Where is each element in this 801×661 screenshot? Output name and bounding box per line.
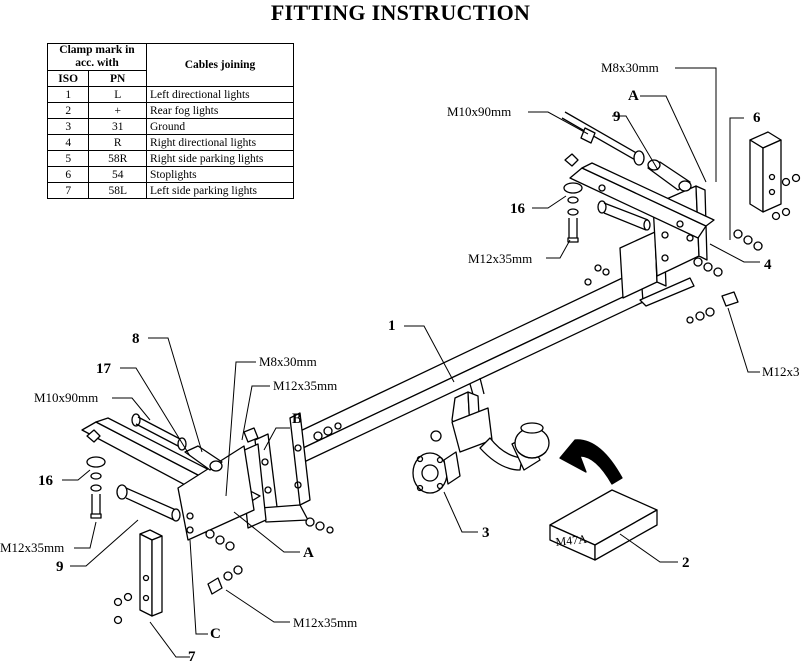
label-m8x30-top: M8x30mm (601, 60, 659, 75)
label-8: 8 (132, 331, 140, 347)
socket-plate (412, 430, 461, 494)
label-16-top: 16 (510, 201, 526, 217)
label-3: 3 (482, 525, 490, 541)
label-m12x35-left: M12x35mm (0, 540, 64, 555)
pn-header: PN (88, 70, 147, 87)
pn-cell: 58L (88, 182, 147, 199)
right-bolt-16 (563, 153, 583, 243)
label-2: 2 (682, 555, 690, 571)
leader-lines (62, 67, 760, 658)
tow-ball-neck (451, 391, 541, 471)
product-box (549, 489, 658, 561)
label-m8x30-left: M8x30mm (259, 354, 317, 369)
clamp-mark-header: Clamp mark in acc. with (47, 43, 147, 71)
page-title: FITTING INSTRUCTION (270, 0, 531, 25)
label-1: 1 (388, 318, 396, 334)
bracket-6 (749, 131, 782, 213)
tow-ball (514, 422, 550, 459)
cable-cell: Stoplights (146, 166, 294, 183)
left-bolt-16 (86, 429, 106, 519)
pn-cell: 58R (88, 150, 147, 167)
right-spacer-9 (647, 159, 692, 192)
right-side-bar (569, 162, 715, 239)
left-spacer-8 (184, 445, 223, 472)
cables-header: Cables joining (146, 43, 294, 87)
label-c: C (210, 626, 221, 642)
cable-cell: Right side parking lights (146, 150, 294, 167)
label-17: 17 (96, 361, 112, 377)
install-arrow (559, 439, 623, 485)
iso-cell: 4 (46, 134, 90, 151)
left-mid-bolt (116, 484, 181, 522)
iso-cell: 7 (46, 182, 90, 199)
left-nuts (113, 422, 342, 625)
label-m12x35-top: M12x35mm (468, 251, 532, 266)
cable-cell: Left side parking lights (146, 182, 294, 199)
label-6: 6 (753, 110, 761, 126)
bracket-7 (139, 529, 163, 617)
left-long-bolt (131, 413, 187, 451)
right-mid-bolt (597, 200, 651, 231)
left-side-bar (81, 417, 261, 541)
label-m10x90-left: M10x90mm (34, 390, 98, 405)
bracket-6-nuts (584, 173, 801, 286)
label-a-bottom: A (303, 545, 314, 561)
label-9-top: 9 (613, 109, 621, 125)
callout-labels: M8x30mm A 6 9 M10x90mm 16 M12x35mm 4 M12… (0, 60, 800, 661)
label-m10x90-top: M10x90mm (447, 104, 511, 119)
label-b: B (292, 411, 302, 427)
right-lower-bolt (686, 291, 739, 324)
cable-cell: Right directional lights (146, 134, 294, 151)
label-16-left: 16 (38, 473, 54, 489)
cable-table: Clamp mark in acc. with Cables joining I… (46, 43, 294, 199)
label-9-left: 9 (56, 559, 64, 575)
label-m12x35-right: M12x3 (762, 364, 800, 379)
table-header-row: Clamp mark in acc. with Cables joining (47, 43, 294, 87)
label-m12x35-bottom: M12x35mm (293, 615, 357, 630)
label-a-top: A (628, 88, 639, 104)
label-4: 4 (764, 257, 772, 273)
label-7: 7 (188, 649, 196, 661)
box-code: M47A (555, 532, 588, 549)
label-m12x35-left-top: M12x35mm (273, 378, 337, 393)
